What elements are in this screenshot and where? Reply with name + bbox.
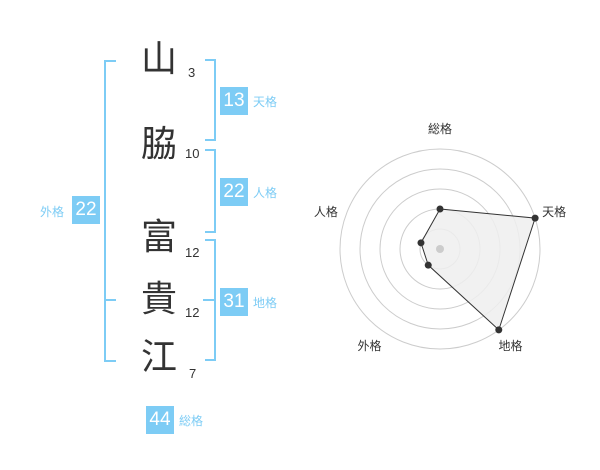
radar-axis-label: 地格	[499, 338, 523, 353]
gaikaku-bracket	[104, 60, 116, 362]
gaikaku-badge: 22	[72, 196, 100, 224]
radar-point	[495, 326, 503, 334]
tenkaku-bracket	[205, 59, 216, 141]
radar-area	[420, 208, 536, 331]
radar-axis-label: 総格	[428, 121, 452, 136]
radar-axis-label: 外格	[357, 338, 381, 353]
radar-point	[424, 261, 432, 269]
chikaku-badge: 31	[220, 288, 248, 316]
chikaku-bracket	[205, 239, 216, 361]
strokes-1: 3	[188, 65, 196, 80]
char-2: 脇	[140, 124, 177, 165]
strokes-4: 12	[185, 305, 200, 320]
strokes-2: 10	[185, 146, 200, 161]
char-3: 富	[140, 217, 177, 258]
jinkaku-badge: 22	[220, 178, 248, 206]
radar-ring	[339, 148, 541, 350]
radar-axis-label: 人格	[314, 204, 338, 219]
soukaku-badge: 44	[146, 406, 174, 434]
tenkaku-badge: 13	[220, 87, 248, 115]
char-5: 江	[140, 337, 177, 378]
chikaku-bracket-tick	[203, 299, 215, 301]
char-4: 貴	[140, 279, 177, 320]
radar-point	[436, 205, 444, 213]
gaikaku-label: 外格	[40, 205, 65, 219]
tenkaku-label: 天格	[253, 95, 278, 109]
strokes-3: 12	[185, 245, 200, 260]
jinkaku-bracket	[205, 149, 216, 233]
soukaku-label: 総格	[179, 414, 204, 428]
chikaku-label: 地格	[253, 296, 278, 310]
radar-point	[417, 239, 425, 247]
strokes-5: 7	[189, 366, 197, 381]
char-1: 山	[140, 39, 177, 80]
radar-axis-label: 天格	[542, 204, 566, 219]
jinkaku-label: 人格	[253, 186, 278, 200]
radar-center	[436, 245, 444, 253]
radar-point	[531, 214, 539, 222]
gaikaku-bracket-tick	[104, 299, 116, 301]
